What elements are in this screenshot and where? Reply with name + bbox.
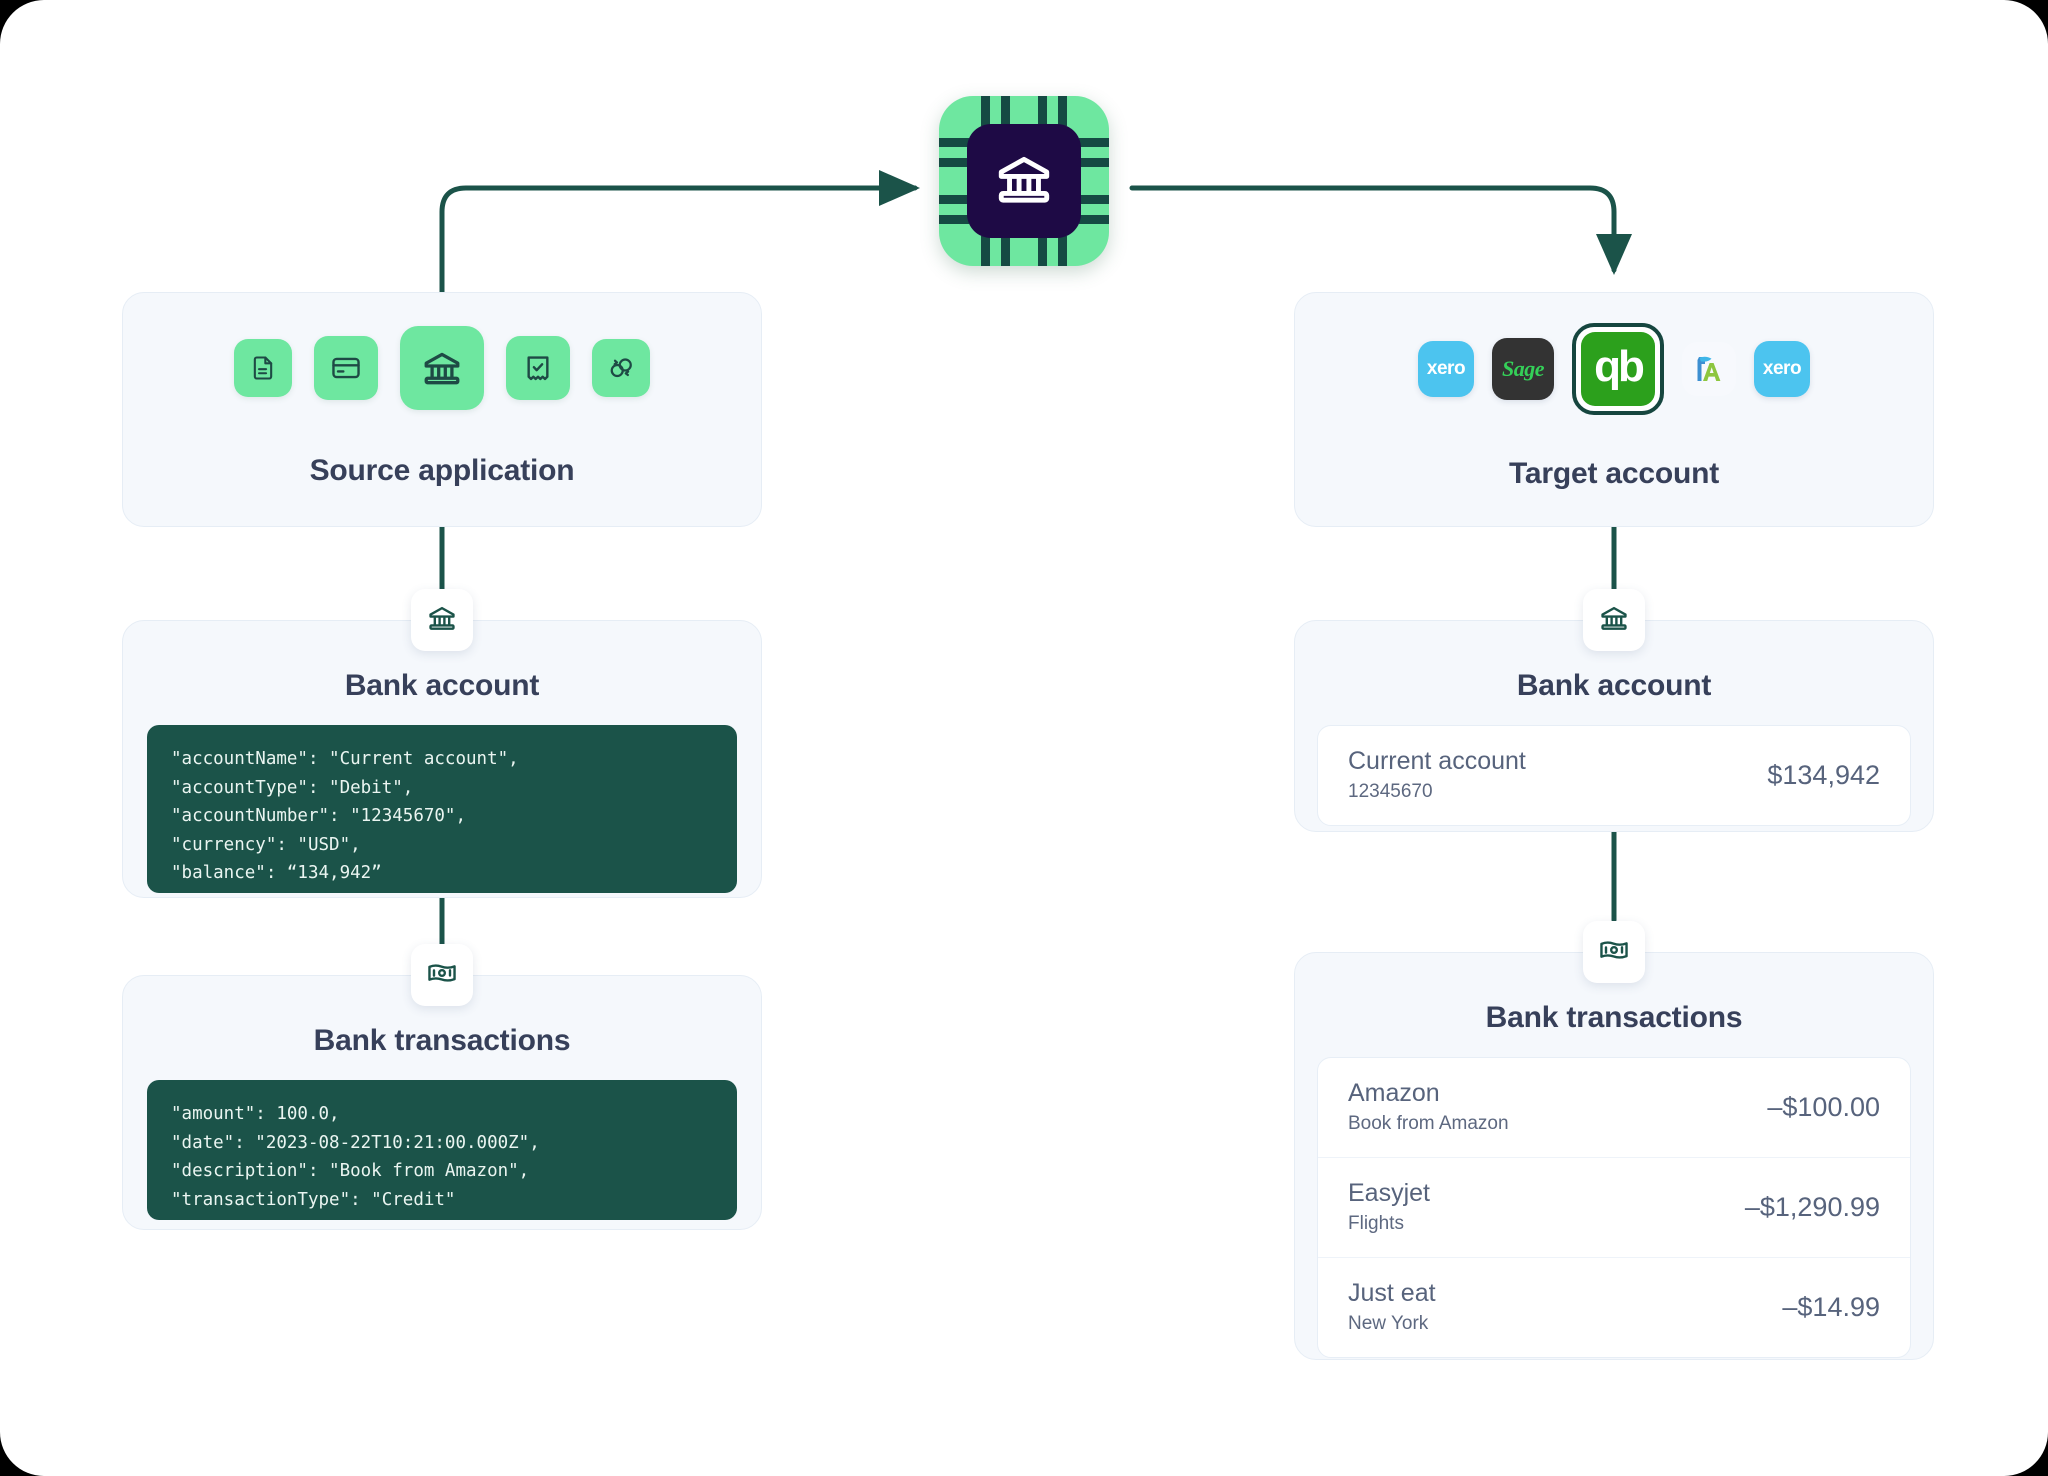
target-bank-transactions-title: Bank transactions (1485, 1001, 1743, 1034)
freeagent-logo[interactable] (1682, 342, 1736, 396)
sync-refresh-icon (606, 353, 636, 383)
banknote-icon (426, 957, 458, 994)
freeagent-icon (1697, 356, 1721, 381)
table-row[interactable]: Just eat New York –$14.99 (1318, 1256, 1910, 1357)
document-icon-tile[interactable] (234, 339, 292, 397)
bank-icon (420, 346, 464, 390)
bank-icon (426, 602, 458, 639)
target-bank-account-card: Bank account Current account 12345670 $1… (1294, 620, 1934, 832)
chip-core (967, 124, 1081, 238)
quickbooks-logo-label: qb (1594, 342, 1645, 391)
table-row[interactable]: Current account 12345670 $134,942 (1318, 726, 1910, 825)
source-bank-account-title: Bank account (344, 669, 540, 702)
transaction-name: Easyjet (1348, 1178, 1430, 1207)
source-bank-account-code: "accountName": "Current account", "accou… (147, 725, 737, 893)
target-account-card: xero Sage qb xero Target acc (1294, 292, 1934, 527)
source-bank-transactions-card: Bank transactions "amount": 100.0, "date… (122, 975, 762, 1230)
bank-icon (993, 148, 1055, 215)
target-bank-transactions-card: Bank transactions Amazon Book from Amazo… (1294, 952, 1934, 1360)
sync-refresh-icon-tile[interactable] (592, 339, 650, 397)
quickbooks-logo-selected[interactable]: qb (1572, 323, 1664, 415)
transaction-name: Just eat (1348, 1278, 1436, 1307)
bank-icon (1598, 602, 1630, 639)
source-bank-transactions-title: Bank transactions (313, 1024, 571, 1057)
bank-icon-tile[interactable] (400, 326, 484, 410)
transaction-description: Book from Amazon (1348, 1113, 1509, 1135)
quickbooks-logo: qb (1581, 332, 1655, 406)
transaction-info: Just eat New York (1348, 1278, 1436, 1337)
transaction-amount: –$14.99 (1782, 1291, 1880, 1322)
bank-account-connector-badge (1583, 589, 1645, 651)
xero-logo[interactable]: xero (1418, 341, 1474, 397)
sage-logo-label: Sage (1502, 356, 1545, 381)
bank-hub-chip (939, 96, 1109, 266)
table-row[interactable]: Amazon Book from Amazon –$100.00 (1318, 1058, 1910, 1157)
credit-card-icon (330, 352, 362, 384)
transaction-description: New York (1348, 1313, 1429, 1335)
receipt-check-icon-tile[interactable] (506, 336, 570, 400)
xero-logo-label: xero (1762, 358, 1802, 379)
xero-logo[interactable]: xero (1754, 341, 1810, 397)
account-number: 12345670 (1348, 781, 1433, 803)
receipt-check-icon (522, 352, 554, 384)
sage-logo[interactable]: Sage (1492, 338, 1554, 400)
account-info: Current account 12345670 (1348, 746, 1526, 805)
transaction-description: Flights (1348, 1213, 1404, 1235)
account-balance: $134,942 (1767, 759, 1880, 790)
source-bank-transactions-code: "amount": 100.0, "date": "2023-08-22T10:… (147, 1080, 737, 1220)
document-icon (249, 354, 277, 382)
bank-transactions-connector-badge (1583, 921, 1645, 983)
transaction-name: Amazon (1348, 1079, 1440, 1107)
transaction-info: Amazon Book from Amazon (1348, 1078, 1509, 1137)
account-name: Current account (1348, 747, 1526, 775)
transaction-amount: –$1,290.99 (1744, 1191, 1880, 1222)
transaction-amount: –$100.00 (1767, 1091, 1880, 1122)
banknote-icon (1598, 934, 1630, 971)
target-bank-account-list: Current account 12345670 $134,942 (1317, 725, 1911, 826)
target-bank-account-title: Bank account (1516, 669, 1712, 702)
target-bank-transactions-list: Amazon Book from Amazon –$100.00 Easyjet… (1317, 1057, 1911, 1358)
table-row[interactable]: Easyjet Flights –$1,290.99 (1318, 1156, 1910, 1257)
target-account-title: Target account (1508, 457, 1719, 490)
bank-transactions-connector-badge (411, 944, 473, 1006)
bank-account-connector-badge (411, 589, 473, 651)
source-application-card: Source application (122, 292, 762, 527)
source-application-title: Source application (309, 454, 575, 487)
source-bank-account-card: Bank account "accountName": "Current acc… (122, 620, 762, 898)
credit-card-icon-tile[interactable] (314, 336, 378, 400)
transaction-info: Easyjet Flights (1348, 1178, 1430, 1237)
xero-logo-label: xero (1426, 358, 1466, 379)
